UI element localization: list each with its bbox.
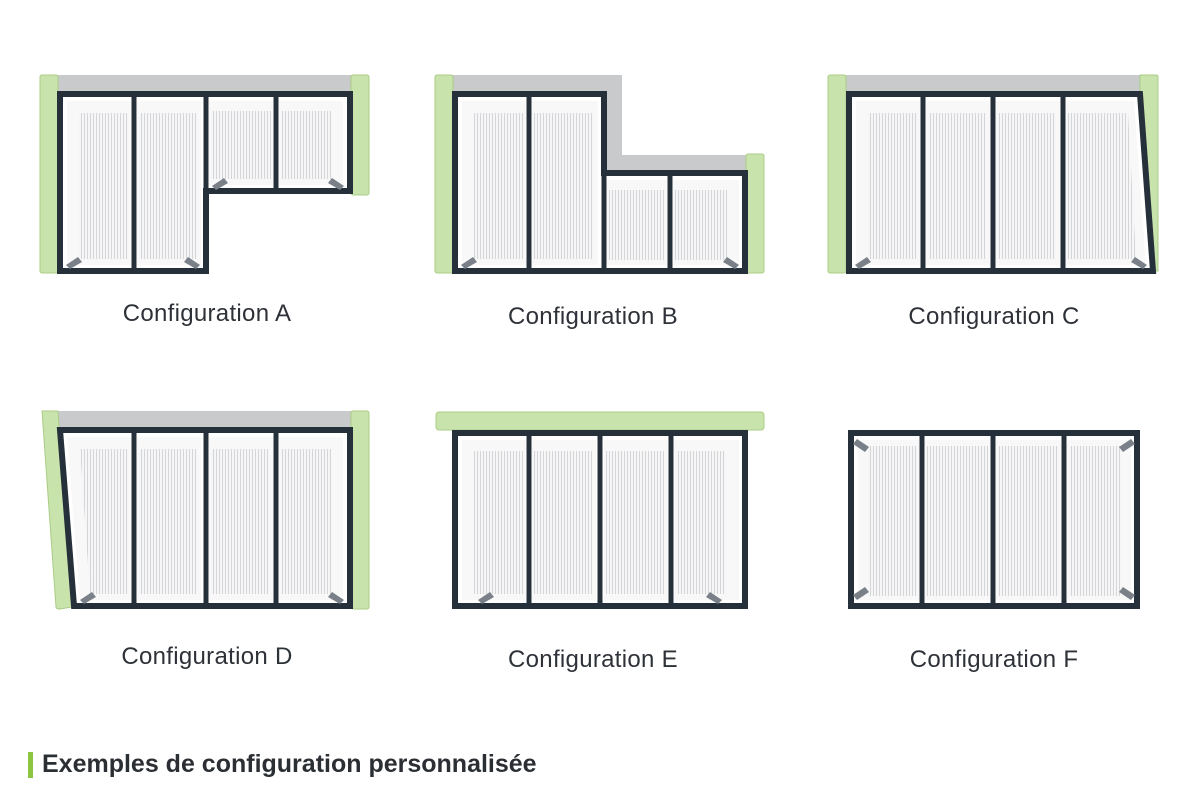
panel-slats [606,451,664,594]
panel-slats [927,446,988,596]
corner-gutter [478,592,494,604]
panel-slats [1068,113,1136,259]
config-b-label: Configuration B [508,303,678,330]
corner-gutter [853,587,869,600]
corner-gutter [80,592,96,604]
frame [846,91,1157,274]
gray-wall [844,75,1144,95]
green-wall-left [39,74,59,274]
panel-slats [211,449,269,594]
gray-wall [55,411,355,431]
config-d-diagram [41,410,370,610]
corner-gutter [212,178,228,190]
green-wall-right [350,410,370,610]
panel-slats [675,190,727,260]
panel-slats [998,113,1056,259]
panel-slats [534,451,592,594]
panel-slats [139,113,197,259]
corner-gutter [1119,439,1135,452]
frame [56,427,353,609]
panel-slats [80,449,129,594]
corner-gutter [328,178,344,190]
panel-slats [1069,446,1121,596]
panel-slats [868,446,917,596]
corner-gutter [706,592,722,604]
corner-gutter [461,257,477,269]
config-a-diagram [39,74,370,274]
config-a-label: Configuration A [122,300,292,327]
panel-slats [534,113,594,259]
green-wall-left [827,74,847,274]
panel-slats [998,446,1059,596]
green-wall-right [745,153,765,274]
corner-gutter [853,439,869,452]
config-c-label: Configuration C [908,303,1080,330]
panel-slats [79,113,129,259]
panel-slats [608,190,665,260]
panel-slats [928,113,986,259]
gray-wall [55,75,355,95]
config-e-label: Configuration E [508,646,678,673]
panel-slats [139,449,197,594]
config-d-label: Configuration D [121,643,293,670]
panel-slats [474,451,524,594]
config-b-diagram [434,74,765,274]
panel-slats [281,111,331,179]
corner-gutter [328,592,344,604]
corner-gutter [855,257,871,269]
corner-gutter [66,257,82,269]
corner-gutter [184,257,200,269]
frame [452,91,748,274]
accent-bar [28,752,33,778]
panel-slats [211,111,271,179]
green-wall-left [434,74,454,274]
config-c-diagram [827,74,1159,274]
corner-gutter [1131,257,1147,269]
caption-title: Exemples de configuration personnalisée [42,750,537,778]
green-wall-right [350,74,370,196]
panel-slats [281,449,331,594]
panel-slats [676,451,726,594]
config-f-label: Configuration F [909,646,1079,673]
config-f-diagram [848,430,1140,609]
corner-gutter [723,257,739,269]
corner-gutter [1119,587,1135,600]
green-wall-top [435,411,765,431]
panel-slats [868,113,918,259]
green-wall-left [41,410,73,610]
panel-slats [474,113,524,259]
config-e-diagram [435,411,765,609]
